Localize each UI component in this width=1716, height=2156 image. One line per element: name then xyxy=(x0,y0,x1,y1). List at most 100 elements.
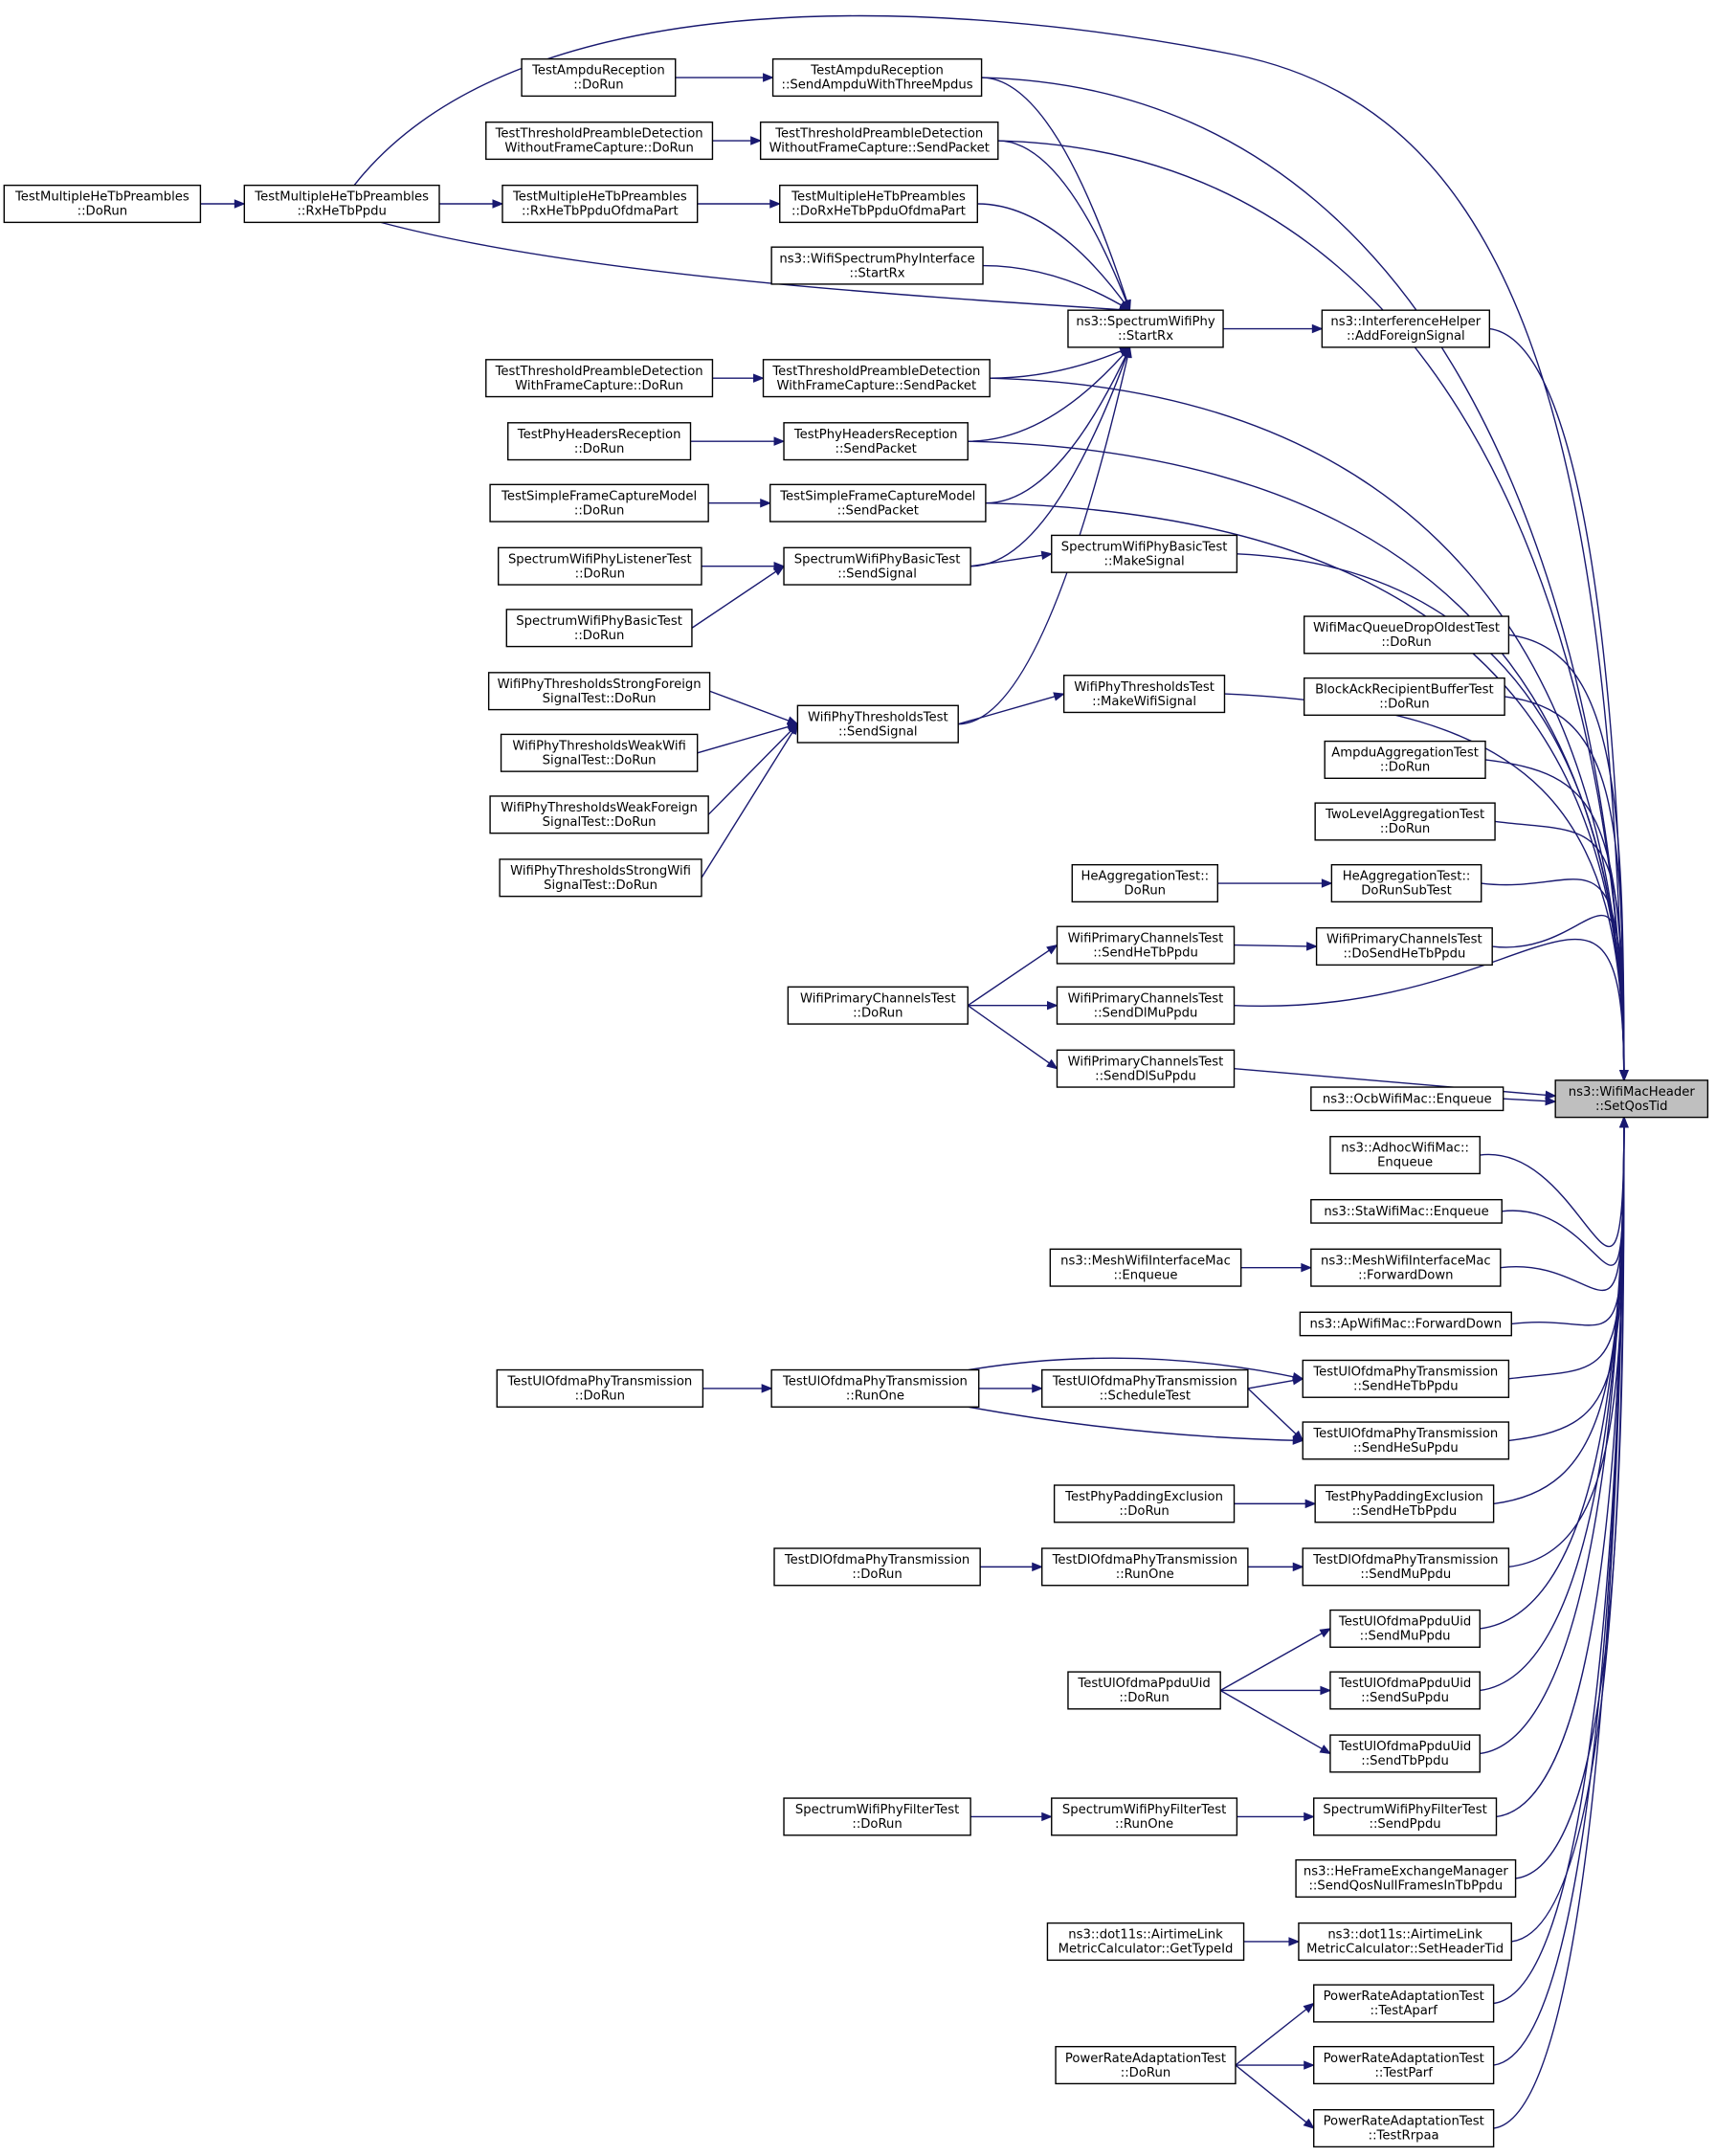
node-wpct-sendhetb[interactable]: WifiPrimaryChannelsTest::SendHeTbPpdu xyxy=(1056,925,1236,965)
node-ih-afs[interactable]: ns3::InterferenceHelper::AddForeignSigna… xyxy=(1321,309,1491,348)
node-uopt-runone[interactable]: TestUlOfdmaPhyTransmission::RunOne xyxy=(770,1368,980,1408)
node-dopt-sendmu[interactable]: TestDlOfdmaPhyTransmission::SendMuPpdu xyxy=(1302,1547,1510,1587)
node-wptw-foreign-dorun[interactable]: WifiPhyThresholdsWeakForeignSignalTest::… xyxy=(489,795,709,834)
node-wpts-wifi-dorun[interactable]: WifiPhyThresholdsStrongWifiSignalTest::D… xyxy=(499,858,702,898)
edge-tlat_dorun-to-root xyxy=(1494,820,1625,1080)
node-alm-gettype[interactable]: ns3::dot11s::AirtimeLinkMetricCalculator… xyxy=(1046,1922,1245,1962)
node-label-line: ::DoRun xyxy=(1119,1504,1169,1519)
node-sfcm-send[interactable]: TestSimpleFrameCaptureModel::SendPacket xyxy=(769,483,987,522)
node-label-line: ::SendAmpduWithThreeMpdus xyxy=(782,78,973,93)
node-aat-dorun[interactable]: AmpduAggregationTest::DoRun xyxy=(1324,740,1486,780)
node-wpts-foreign-dorun[interactable]: WifiPhyThresholdsStrongForeignSignalTest… xyxy=(487,672,711,711)
node-uopu-sendtb[interactable]: TestUlOfdmaPpduUid::SendTbPpdu xyxy=(1329,1734,1481,1773)
node-label-line: ::ForwardDown xyxy=(1358,1268,1453,1282)
node-box xyxy=(1554,1079,1709,1119)
node-tpd-w-send[interactable]: TestThresholdPreambleDetectionWithFrameC… xyxy=(762,359,991,398)
node-swpbt-make[interactable]: SpectrumWifiPhyBasicTest::MakeSignal xyxy=(1051,534,1238,573)
node-uopu-sendmu[interactable]: TestUlOfdmaPpduUid::SendMuPpdu xyxy=(1329,1609,1481,1648)
node-ap-fd[interactable]: ns3::ApWifiMac::ForwardDown xyxy=(1299,1311,1512,1337)
node-tmp-dorxofdma[interactable]: TestMultipleHeTbPreambles::DoRxHeTbPpduO… xyxy=(779,184,978,224)
node-tmp-rxofdma[interactable]: TestMultipleHeTbPreambles::RxHeTbPpduOfd… xyxy=(501,184,699,224)
node-wpct-senddlmu[interactable]: WifiPrimaryChannelsTest::SendDlMuPpdu xyxy=(1056,986,1236,1025)
node-swpft-send[interactable]: SpectrumWifiPhyFilterTest::SendPpdu xyxy=(1313,1797,1498,1836)
node-label-line: ::AddForeignSignal xyxy=(1347,329,1465,344)
node-swpbt-send[interactable]: SpectrumWifiPhyBasicTest::SendSignal xyxy=(783,546,971,586)
node-label-line: ::DoRun xyxy=(1119,1691,1169,1705)
node-tpd-wo-send[interactable]: TestThresholdPreambleDetectionWithoutFra… xyxy=(759,121,999,161)
node-wpct-dosendhetb[interactable]: WifiPrimaryChannelsTest::DoSendHeTbPpdu xyxy=(1315,926,1493,967)
node-alm-sethdr[interactable]: ns3::dot11s::AirtimeLinkMetricCalculator… xyxy=(1298,1922,1512,1962)
node-dopt-runone[interactable]: TestDlOfdmaPhyTransmission::RunOne xyxy=(1041,1547,1249,1587)
node-label-line: TestUlOfdmaPpduUid xyxy=(1338,1615,1471,1630)
node-label-line: ::DoRun xyxy=(1379,698,1429,712)
edge-sfcm_dorun-to-sfcm_send-arrowhead xyxy=(760,498,772,508)
node-hat-sub[interactable]: HeAggregationTest::DoRunSubTest xyxy=(1330,863,1482,903)
node-bar-dorun[interactable]: BlockAckRecipientBufferTest::DoRun xyxy=(1303,677,1505,717)
node-uopu-sendsu[interactable]: TestUlOfdmaPpduUid::SendSuPpdu xyxy=(1329,1671,1481,1710)
node-box xyxy=(1310,1198,1503,1224)
node-ocb-enqueue[interactable]: ns3::OcbWifiMac::Enqueue xyxy=(1310,1086,1504,1112)
node-label-line: ns3::StaWifiMac::Enqueue xyxy=(1324,1205,1488,1219)
node-tpd-wo-dorun[interactable]: TestThresholdPreambleDetectionWithoutFra… xyxy=(485,121,714,161)
node-prat-dorun[interactable]: PowerRateAdaptationTest::DoRun xyxy=(1055,2045,1237,2085)
node-sfcm-dorun[interactable]: TestSimpleFrameCaptureModel::DoRun xyxy=(489,483,709,522)
node-swplt-dorun[interactable]: SpectrumWifiPhyListenerTest::DoRun xyxy=(497,546,702,586)
edge-prat_dorun-to-prat_parf-arrowhead xyxy=(1304,2060,1316,2070)
node-ar-send[interactable]: TestAmpduReception::SendAmpduWithThreeMp… xyxy=(771,57,983,98)
node-label-line: TestPhyPaddingExclusion xyxy=(1325,1490,1483,1504)
node-label-line: SpectrumWifiPhyBasicTest xyxy=(794,552,961,567)
node-sta-enqueue[interactable]: ns3::StaWifiMac::Enqueue xyxy=(1310,1198,1503,1224)
node-wpct-dorun[interactable]: WifiPrimaryChannelsTest::DoRun xyxy=(787,986,969,1025)
node-wptw-wifi-dorun[interactable]: WifiPhyThresholdsWeakWifiSignalTest::DoR… xyxy=(500,733,699,772)
node-tlat-dorun[interactable]: TwoLevelAggregationTest::DoRun xyxy=(1314,802,1496,841)
node-mesh-fd[interactable]: ns3::MeshWifiInterfaceMac::ForwardDown xyxy=(1310,1248,1502,1287)
node-ar-dorun[interactable]: TestAmpduReception::DoRun xyxy=(521,57,677,98)
node-label-line: ns3::dot11s::AirtimeLink xyxy=(1068,1928,1223,1943)
node-tmp-dorun[interactable]: TestMultipleHeTbPreambles::DoRun xyxy=(3,184,202,224)
node-tppe-dorun[interactable]: TestPhyPaddingExclusion::DoRun xyxy=(1053,1484,1236,1523)
node-label-line: TestUlOfdmaPhyTransmission xyxy=(1052,1375,1237,1389)
edge-wpct_dosendhetb-to-root xyxy=(1492,915,1625,1080)
node-tppe-send[interactable]: TestPhyPaddingExclusion::SendHeTbPpdu xyxy=(1314,1484,1495,1523)
node-label-line: WifiPrimaryChannelsTest xyxy=(1068,991,1224,1006)
node-phr-send[interactable]: TestPhyHeadersReception::SendPacket xyxy=(783,422,969,461)
node-mesh-enqueue[interactable]: ns3::MeshWifiInterfaceMac::Enqueue xyxy=(1049,1248,1242,1287)
node-tmp-rx[interactable]: TestMultipleHeTbPreambles::RxHeTbPpdu xyxy=(243,184,440,224)
node-wmqdot-dorun[interactable]: WifiMacQueueDropOldestTest::DoRun xyxy=(1303,615,1510,655)
node-box xyxy=(1310,1086,1504,1112)
node-label-line: TestMultipleHeTbPreambles xyxy=(791,190,966,205)
node-prat-parf[interactable]: PowerRateAdaptationTest::TestParf xyxy=(1313,2045,1495,2085)
node-uopt-sendhetb[interactable]: TestUlOfdmaPhyTransmission::SendHeTbPpdu xyxy=(1302,1359,1510,1398)
node-uopu-dorun[interactable]: TestUlOfdmaPpduUid::DoRun xyxy=(1067,1671,1221,1710)
node-box xyxy=(3,184,202,224)
node-wpt-make[interactable]: WifiPhyThresholdsTest::MakeWifiSignal xyxy=(1062,675,1226,714)
node-swpft-runone[interactable]: SpectrumWifiPhyFilterTest::RunOne xyxy=(1051,1797,1238,1836)
node-box xyxy=(1324,740,1486,780)
node-box xyxy=(773,1547,981,1587)
edge-mesh_fd-to-root xyxy=(1500,1117,1625,1292)
node-uopt-dorun[interactable]: TestUlOfdmaPhyTransmission::DoRun xyxy=(496,1368,704,1408)
node-wpt-send[interactable]: WifiPhyThresholdsTest::SendSignal xyxy=(796,704,959,744)
node-box xyxy=(1298,1922,1512,1962)
edge-ar_dorun-to-ar_send-arrowhead xyxy=(763,73,774,82)
node-phr-dorun[interactable]: TestPhyHeadersReception::DoRun xyxy=(507,422,692,461)
node-box xyxy=(507,422,692,461)
node-swpft-dorun[interactable]: SpectrumWifiPhyFilterTest::DoRun xyxy=(783,1797,971,1836)
node-tpd-w-dorun[interactable]: TestThresholdPreambleDetectionWithFrameC… xyxy=(485,359,714,398)
node-label-line: WithFrameCapture::SendPacket xyxy=(777,379,977,393)
node-prat-aparf[interactable]: PowerRateAdaptationTest::TestAparf xyxy=(1313,1984,1495,2023)
node-prat-rrpaa[interactable]: PowerRateAdaptationTest::TestRrpaa xyxy=(1313,2108,1495,2148)
node-hat-dorun[interactable]: HeAggregationTest::DoRun xyxy=(1071,863,1219,903)
node-label-line: WifiPhyThresholdsWeakForeign xyxy=(501,801,698,815)
node-dopt-dorun[interactable]: TestDlOfdmaPhyTransmission::DoRun xyxy=(773,1547,981,1587)
node-wspi-startrx[interactable]: ns3::WifiSpectrumPhyInterface::StartRx xyxy=(770,246,984,285)
node-swpbt-dorun[interactable]: SpectrumWifiPhyBasicTest::DoRun xyxy=(505,609,693,648)
node-root[interactable]: ns3::WifiMacHeader::SetQosTid xyxy=(1554,1079,1709,1119)
node-hefem-send[interactable]: ns3::HeFrameExchangeManager::SendQosNull… xyxy=(1295,1858,1517,1899)
node-adhoc-enqueue[interactable]: ns3::AdhocWifiMac::Enqueue xyxy=(1329,1135,1481,1175)
node-label-line: ns3::WifiMacHeader xyxy=(1569,1085,1696,1100)
node-wpct-senddlsu[interactable]: WifiPrimaryChannelsTest::SendDlSuPpdu xyxy=(1056,1049,1236,1088)
node-uopt-sendhesu[interactable]: TestUlOfdmaPhyTransmission::SendHeSuPpdu xyxy=(1302,1421,1510,1460)
node-swp-startrx[interactable]: ns3::SpectrumWifiPhy::StartRx xyxy=(1067,309,1224,348)
node-uopt-sched[interactable]: TestUlOfdmaPhyTransmission::ScheduleTest xyxy=(1041,1368,1249,1408)
